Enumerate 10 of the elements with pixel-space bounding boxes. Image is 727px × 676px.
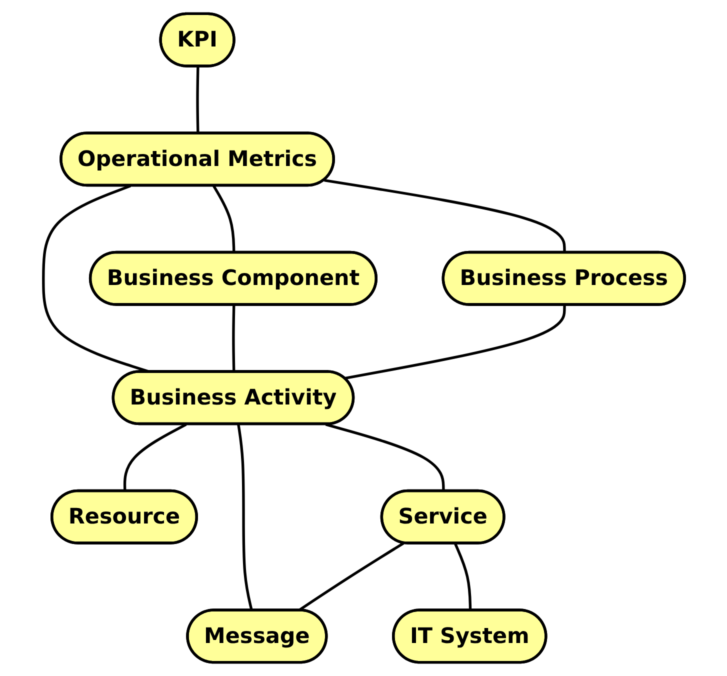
connector xyxy=(196,66,199,134)
connector xyxy=(324,179,566,253)
connector xyxy=(232,305,235,372)
connector xyxy=(122,423,186,492)
connector xyxy=(454,543,472,611)
connector xyxy=(212,185,235,253)
connector xyxy=(297,542,404,612)
connector xyxy=(344,305,566,380)
connector xyxy=(236,424,253,611)
connector xyxy=(324,423,444,492)
